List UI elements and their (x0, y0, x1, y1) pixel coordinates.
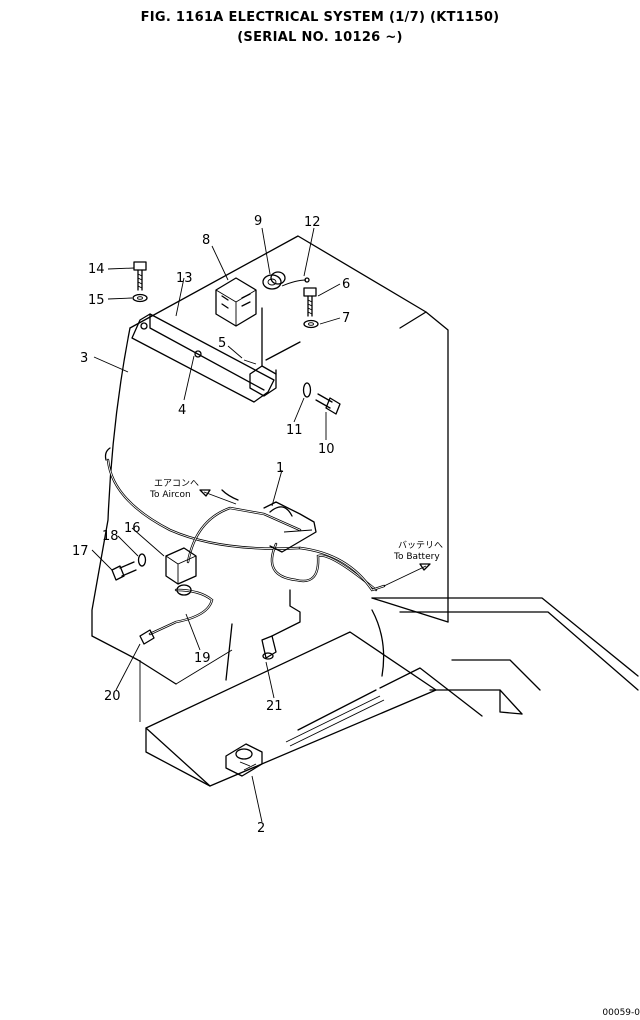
callout-10: 10 (318, 442, 335, 457)
note-aircon-en: To Aircon (149, 490, 191, 500)
grommet (262, 271, 286, 290)
washer-15 (132, 293, 148, 303)
leader-lines (91, 227, 341, 823)
bolt-14 (133, 261, 147, 291)
callout-11: 11 (286, 423, 303, 438)
callout-13: 13 (176, 271, 193, 286)
mount-bracket (243, 307, 301, 397)
battery-arrow (383, 563, 431, 587)
connector-21 (261, 635, 277, 660)
callout-20: 20 (104, 689, 121, 704)
callout-17: 17 (72, 544, 89, 559)
harness-clamp (263, 501, 317, 553)
aircon-arrow (199, 489, 237, 505)
figure-subtitle: (SERIAL NO. 10126 ~) (237, 30, 403, 45)
note-aircon-jp: エアコンへ (154, 479, 199, 489)
callout-2: 2 (257, 821, 265, 836)
callout-14: 14 (88, 262, 105, 277)
washer-11 (302, 382, 312, 398)
callout-18: 18 (102, 529, 119, 544)
callout-15: 15 (88, 293, 105, 308)
side-beams (371, 597, 639, 715)
callout-16: 16 (124, 521, 141, 536)
bracket-bar (131, 313, 275, 403)
bolt-17 (111, 561, 137, 581)
bolt-10 (315, 393, 341, 415)
drawing-code: 00059-0 (602, 1008, 640, 1018)
note-battery-jp: バッテリへ (398, 540, 443, 551)
bolt-6 (303, 287, 317, 317)
callout-12: 12 (304, 215, 321, 230)
washer-7 (303, 319, 319, 329)
connector-20 (139, 629, 155, 645)
callout-9: 9 (254, 214, 262, 229)
cabin-body (91, 235, 449, 722)
callout-1: 1 (276, 461, 284, 476)
callout-4: 4 (178, 403, 186, 418)
callout-3: 3 (80, 351, 88, 366)
floor-switch-2 (225, 743, 263, 777)
terminal-12 (281, 279, 307, 287)
note-battery-en: To Battery (393, 552, 440, 562)
terminal-12-end (304, 277, 310, 283)
callout-labels: 1 2 3 4 5 6 7 8 9 10 11 12 13 14 15 16 1… (72, 214, 350, 836)
callout-19: 19 (194, 651, 211, 666)
callout-6: 6 (342, 277, 350, 292)
callout-5: 5 (218, 336, 226, 351)
switch-16 (165, 547, 197, 596)
callout-8: 8 (202, 233, 210, 248)
figure-title: FIG. 1161A ELECTRICAL SYSTEM (1/7) (KT11… (140, 10, 500, 25)
washer-18 (137, 553, 147, 567)
callout-7: 7 (342, 311, 350, 326)
relay-box (215, 277, 257, 327)
callout-21: 21 (266, 699, 283, 714)
